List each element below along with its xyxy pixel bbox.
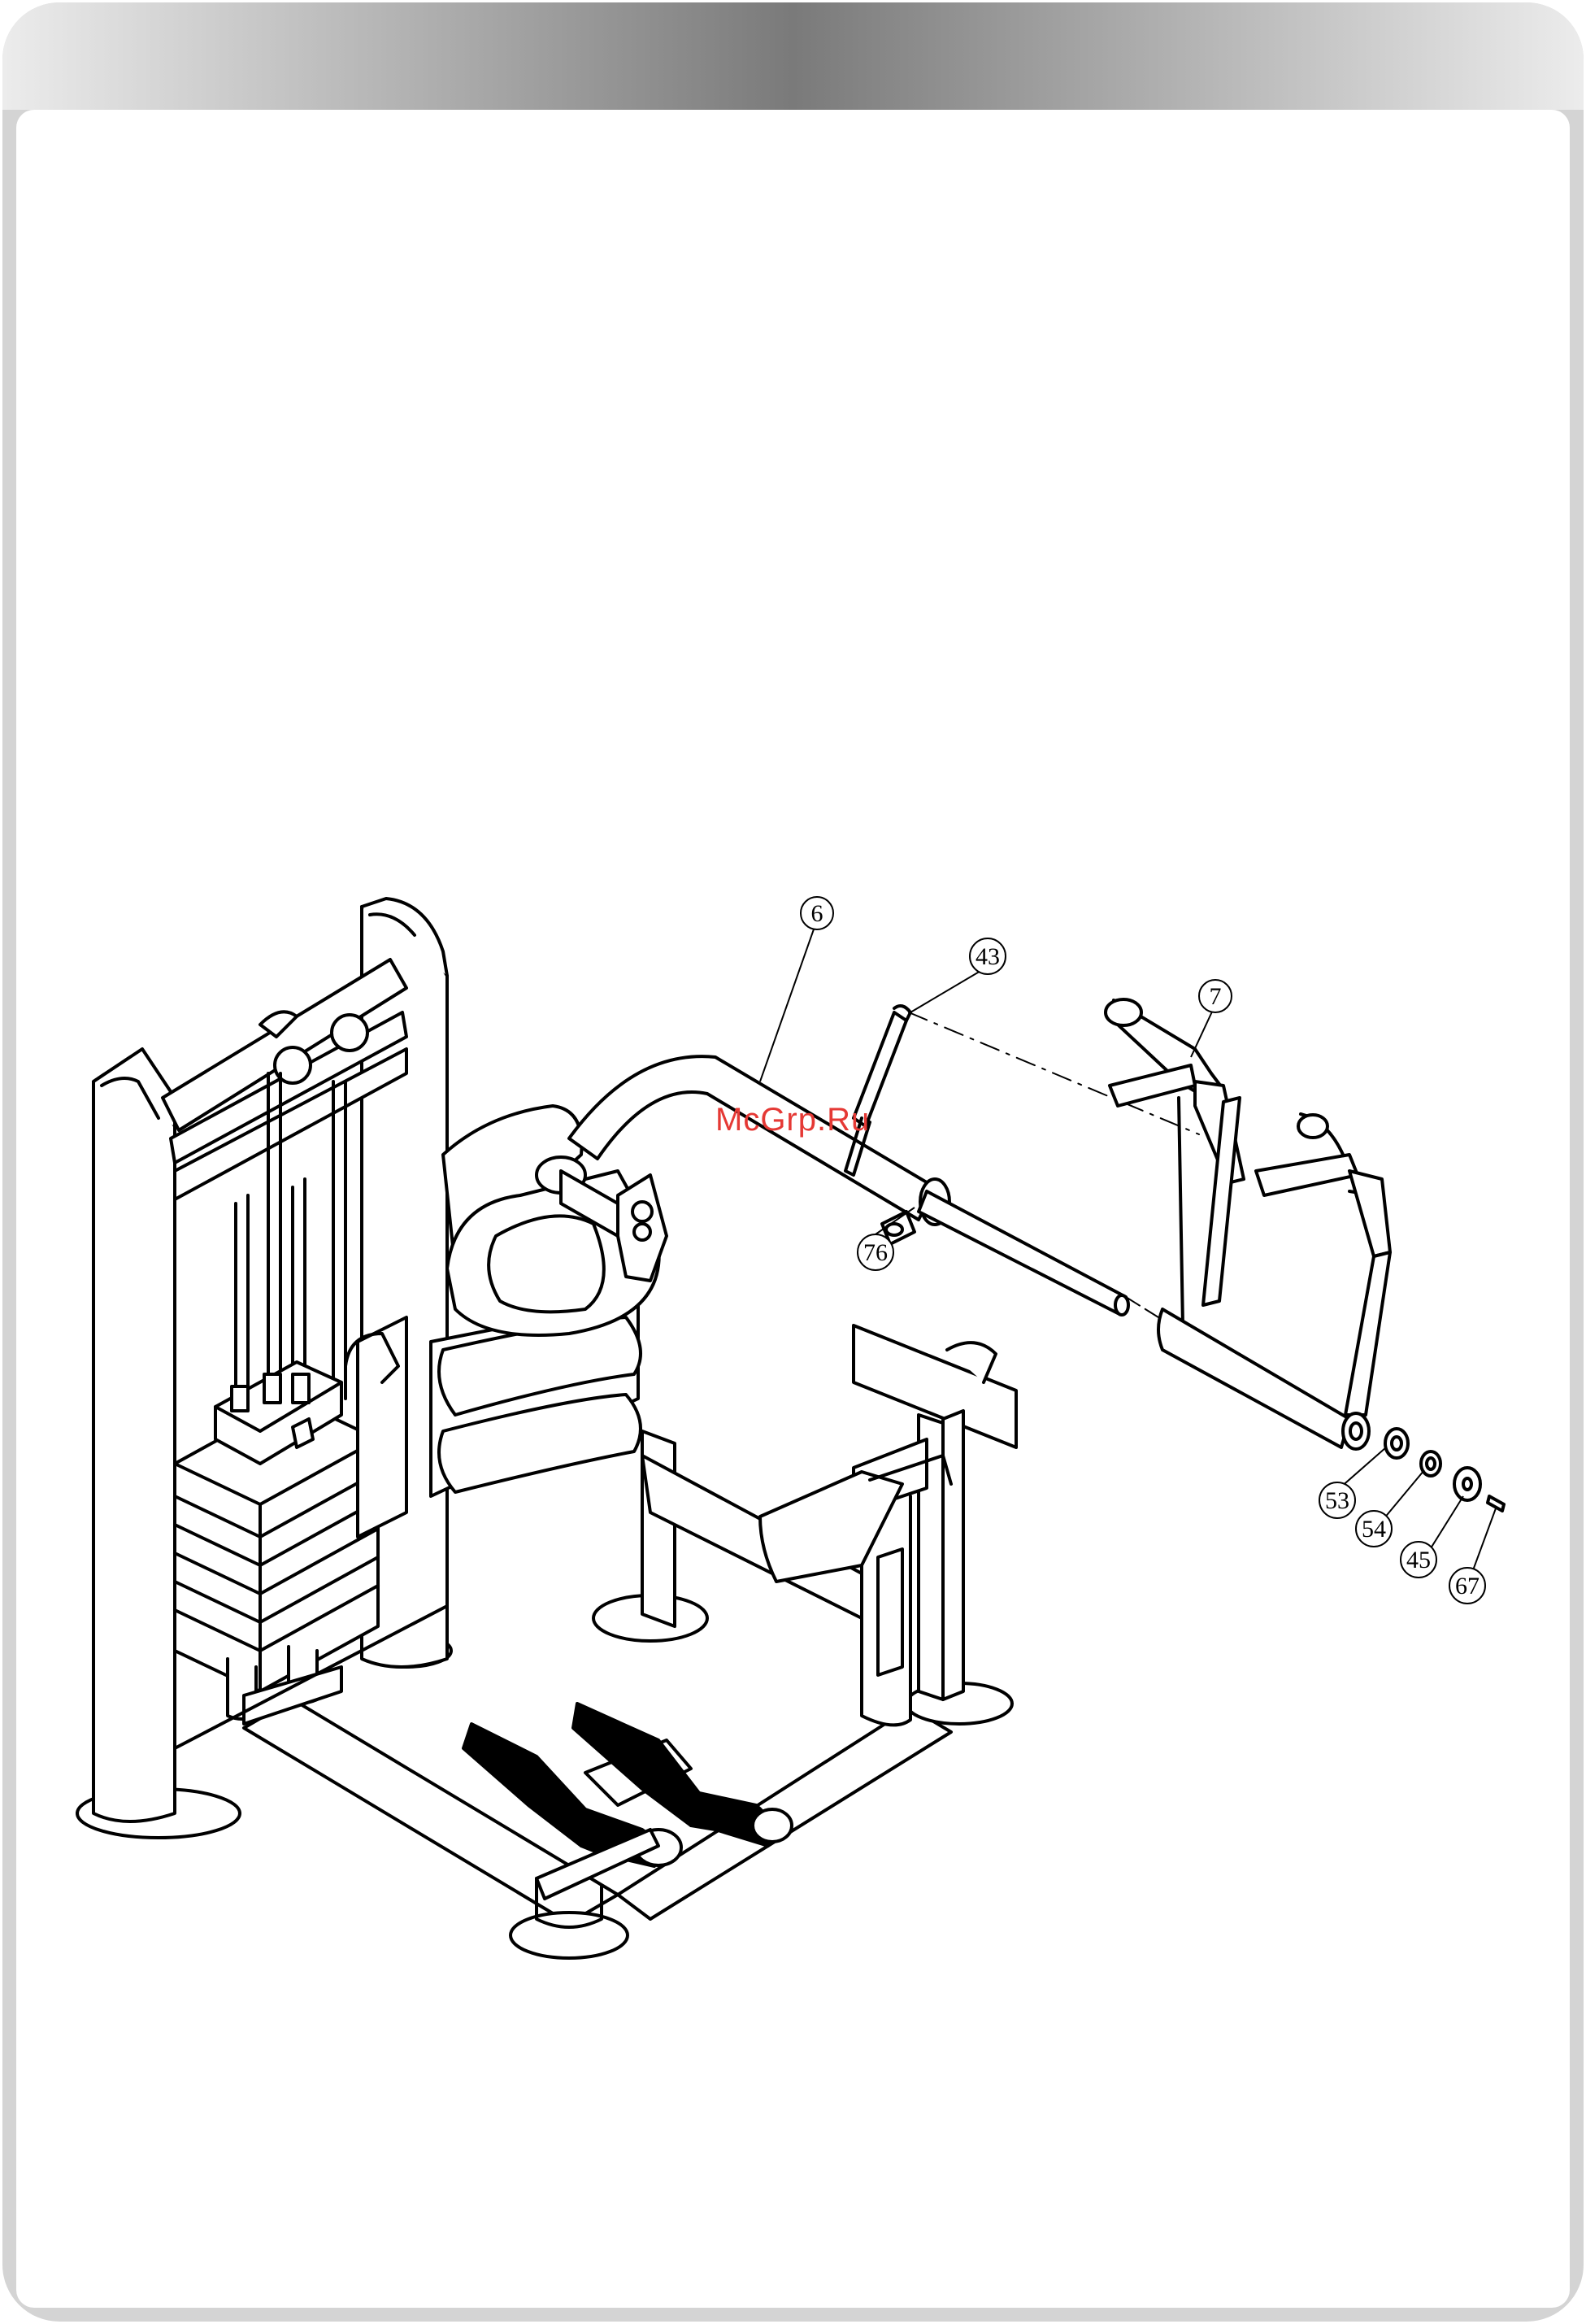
callout-label: 76 <box>863 1239 888 1266</box>
callout-54: 54 <box>1356 1511 1392 1547</box>
washer-53 <box>1385 1429 1408 1458</box>
watermark-text: McGrp.Ru <box>715 1102 870 1138</box>
callout-45: 45 <box>1401 1542 1436 1578</box>
callout-label: 43 <box>975 943 1000 970</box>
callout-43: 43 <box>970 938 1006 974</box>
callout-6: 6 <box>801 897 833 929</box>
callout-label: 53 <box>1325 1487 1349 1514</box>
washer-54 <box>1421 1451 1440 1476</box>
callout-label: 54 <box>1362 1516 1386 1543</box>
left-front-post <box>93 1049 175 1821</box>
header-bar <box>2 2 1584 110</box>
callout-label: 7 <box>1210 983 1222 1010</box>
callout-label: 6 <box>811 900 823 927</box>
callout-label: 45 <box>1406 1547 1431 1573</box>
callout-76: 76 <box>858 1234 893 1270</box>
callout-7: 7 <box>1199 980 1232 1012</box>
callout-label: 67 <box>1455 1573 1480 1599</box>
callout-53: 53 <box>1319 1482 1355 1518</box>
callout-67: 67 <box>1449 1568 1485 1604</box>
washer-45 <box>1454 1468 1480 1500</box>
